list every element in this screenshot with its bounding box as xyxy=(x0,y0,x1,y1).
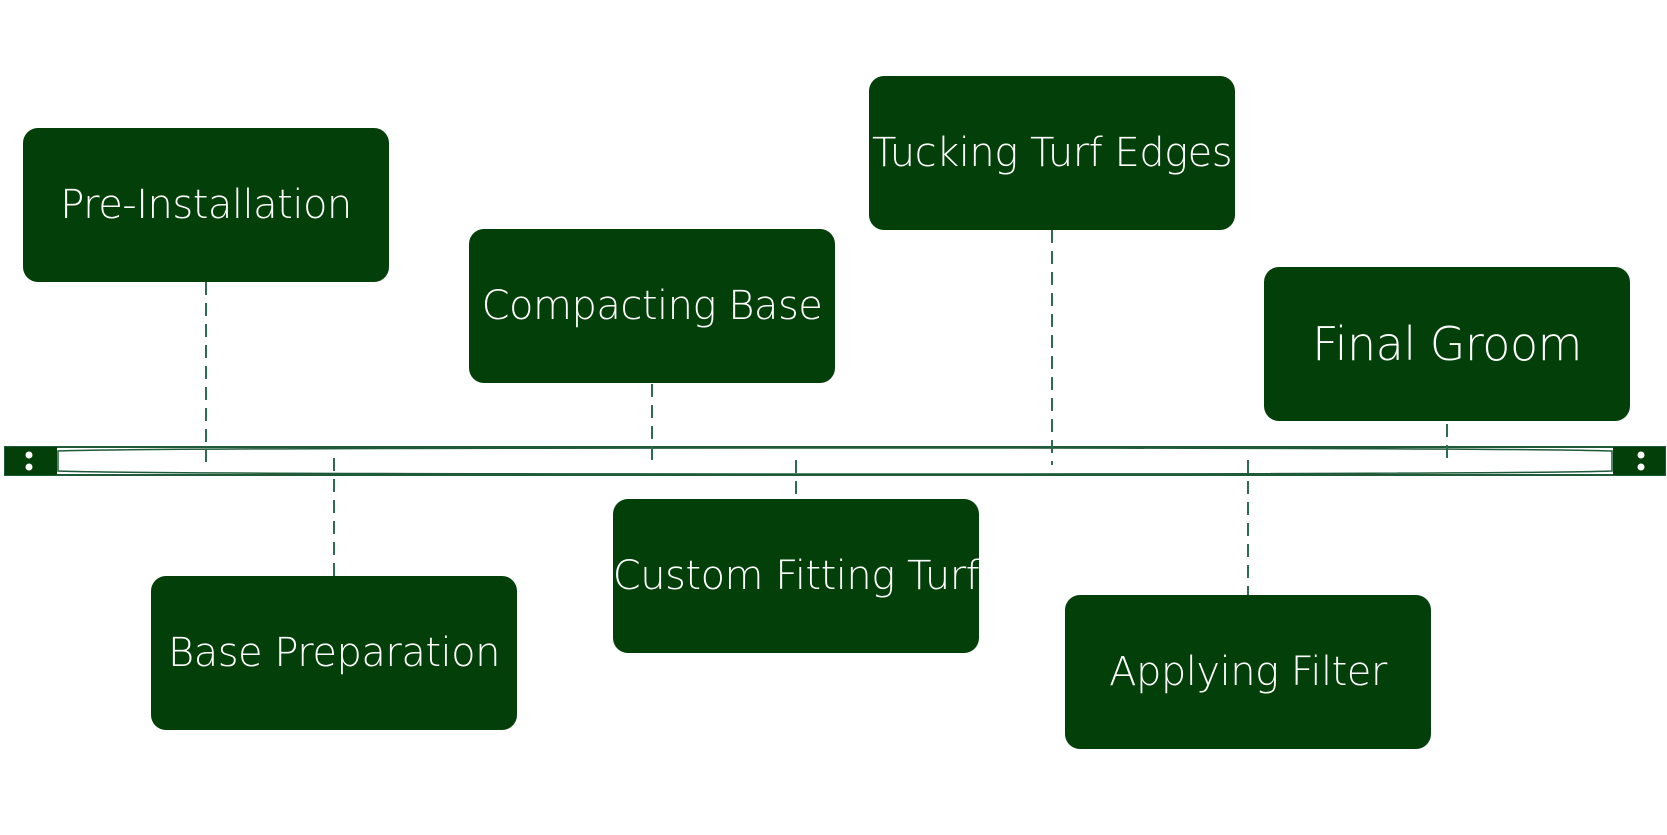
timeline-left-cap-dot-top xyxy=(25,451,33,459)
step-label: Compacting Base xyxy=(481,283,823,329)
step-box-base-preparation: Base Preparation xyxy=(151,576,517,730)
step-box-applying-filter: Applying Filter xyxy=(1065,595,1431,749)
step-label: Tucking Turf Edges xyxy=(871,130,1233,176)
step-box-tucking-turf-edges: Tucking Turf Edges xyxy=(869,76,1235,230)
step-label: Applying Filter xyxy=(1109,649,1387,695)
step-label: Custom Fitting Turf xyxy=(612,553,980,599)
step-label: Base Preparation xyxy=(168,630,500,676)
timeline-right-cap-dot-bottom xyxy=(1637,463,1645,471)
timeline-left-cap-dot-bottom xyxy=(25,463,33,471)
step-label: Pre-Installation xyxy=(60,182,352,228)
step-box-pre-installation: Pre-Installation xyxy=(23,128,389,282)
timeline-left-cap xyxy=(5,447,57,475)
step-box-final-groom: Final Groom xyxy=(1264,267,1630,421)
timeline-right-cap-dot-top xyxy=(1637,451,1645,459)
timeline-track-inner-highlight xyxy=(57,447,1613,475)
step-box-custom-fitting-turf: Custom Fitting Turf xyxy=(612,499,980,653)
timeline-connectors xyxy=(205,230,1448,596)
step-box-compacting-base: Compacting Base xyxy=(469,229,835,383)
step-label: Final Groom xyxy=(1312,317,1582,371)
timeline-right-cap xyxy=(1613,447,1665,475)
timeline-track xyxy=(4,446,1666,476)
